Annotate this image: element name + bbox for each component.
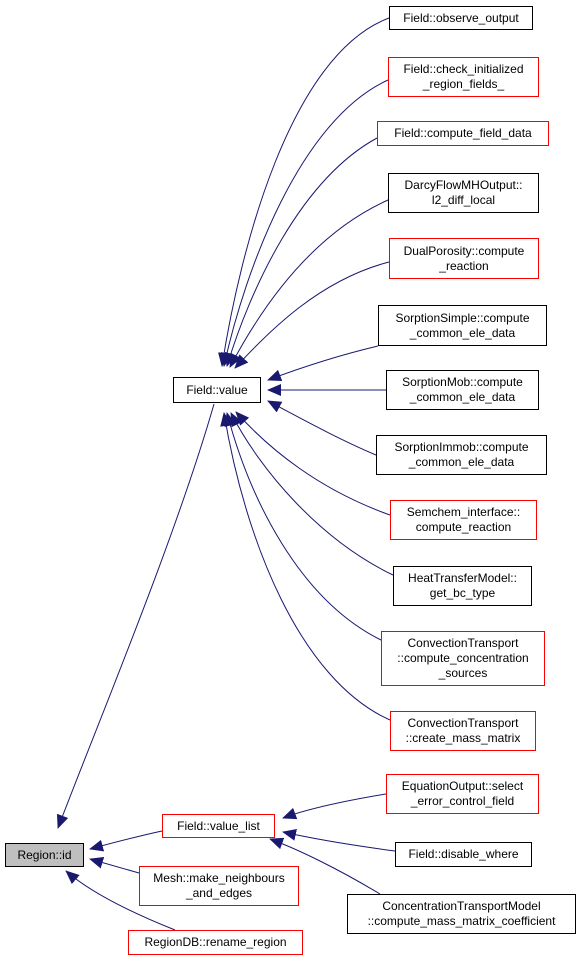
node-label: Field::observe_output bbox=[403, 10, 519, 25]
edge-field-value-to-region-id bbox=[56, 403, 215, 829]
edge-sorption-immob-to-value bbox=[267, 400, 377, 456]
node-label: HeatTransferModel:: get_bc_type bbox=[408, 571, 517, 600]
node-semchem-interface[interactable]: Semchem_interface:: compute_reaction bbox=[390, 500, 537, 540]
node-label: RegionDB::rename_region bbox=[144, 935, 287, 949]
edge-eq-output-to-value-list bbox=[282, 793, 387, 820]
node-label: Field::disable_where bbox=[408, 847, 519, 861]
edge-heat-transfer-to-value bbox=[230, 412, 394, 576]
node-label: Region::id bbox=[17, 847, 72, 862]
edge-dual-porosity-to-value bbox=[234, 261, 390, 369]
node-label: Field::compute_field_data bbox=[394, 126, 532, 140]
node-field-value[interactable]: Field::value bbox=[173, 377, 261, 403]
node-label: ConvectionTransport ::create_mass_matrix bbox=[405, 716, 521, 745]
edge-conv-mass-to-value bbox=[220, 412, 391, 721]
node-label: EquationOutput::select _error_control_fi… bbox=[401, 779, 524, 808]
node-concentration-transport-model[interactable]: ConcentrationTransportModel ::compute_ma… bbox=[347, 894, 576, 934]
edge-value-list-to-region-id bbox=[89, 830, 163, 852]
edge-regiondb-to-region-id bbox=[65, 870, 176, 931]
node-label: ConcentrationTransportModel ::compute_ma… bbox=[367, 899, 556, 928]
node-label: Field::value_list bbox=[177, 818, 260, 833]
node-label: DualPorosity::compute _reaction bbox=[403, 243, 525, 273]
node-label: ConvectionTransport ::compute_concentrat… bbox=[397, 636, 529, 680]
node-convection-compute-sources[interactable]: ConvectionTransport ::compute_concentrat… bbox=[381, 631, 545, 686]
node-label: Field::check_initialized _region_fields_ bbox=[403, 62, 524, 91]
node-darcy-l2-diff-local[interactable]: DarcyFlowMHOutput:: l2_diff_local bbox=[388, 173, 539, 213]
node-convection-create-mass-matrix[interactable]: ConvectionTransport ::create_mass_matrix bbox=[390, 711, 536, 751]
edge-darcy-to-value bbox=[229, 199, 389, 368]
node-sorption-simple[interactable]: SorptionSimple::compute _common_ele_data bbox=[378, 305, 547, 346]
node-sorption-immob[interactable]: SorptionImmob::compute _common_ele_data bbox=[376, 435, 547, 475]
node-equation-output-select[interactable]: EquationOutput::select _error_control_fi… bbox=[386, 774, 539, 814]
node-heat-transfer-model[interactable]: HeatTransferModel:: get_bc_type bbox=[393, 566, 532, 606]
node-label: Semchem_interface:: compute_reaction bbox=[406, 505, 521, 534]
edge-disable-where-to-value-list bbox=[282, 828, 396, 852]
node-label: Mesh::make_neighbours _and_edges bbox=[153, 871, 285, 900]
edge-conc-transport-to-value-list bbox=[269, 837, 381, 895]
node-mesh-make-neighbours[interactable]: Mesh::make_neighbours _and_edges bbox=[139, 866, 299, 906]
edge-compute-field-data-to-value bbox=[225, 137, 378, 367]
node-sorption-mob[interactable]: SorptionMob::compute _common_ele_data bbox=[386, 370, 539, 410]
root-node-region-id[interactable]: Region::id bbox=[5, 843, 84, 867]
edge-observe-output-to-value bbox=[218, 17, 390, 367]
node-dual-porosity[interactable]: DualPorosity::compute _reaction bbox=[389, 238, 539, 279]
edge-check-initialized-to-value bbox=[220, 79, 389, 367]
node-field-compute-field-data[interactable]: Field::compute_field_data bbox=[377, 121, 549, 146]
edge-conv-sources-to-value bbox=[224, 412, 382, 641]
node-regiondb-rename-region[interactable]: RegionDB::rename_region bbox=[128, 930, 303, 955]
edge-sorption-simple-to-value bbox=[267, 345, 379, 382]
node-label: DarcyFlowMHOutput:: l2_diff_local bbox=[404, 178, 523, 207]
node-field-disable-where[interactable]: Field::disable_where bbox=[395, 842, 532, 867]
edge-semchem-to-value bbox=[235, 411, 391, 516]
node-label: SorptionSimple::compute _common_ele_data bbox=[395, 310, 530, 340]
node-label: SorptionMob::compute _common_ele_data bbox=[402, 375, 523, 404]
node-label: Field::value bbox=[186, 382, 248, 397]
edge-mesh-to-region-id bbox=[89, 856, 140, 874]
node-field-check-initialized[interactable]: Field::check_initialized _region_fields_ bbox=[388, 57, 539, 97]
node-field-observe-output[interactable]: Field::observe_output bbox=[389, 6, 533, 30]
node-field-value-list[interactable]: Field::value_list bbox=[162, 814, 275, 838]
node-label: SorptionImmob::compute _common_ele_data bbox=[394, 440, 529, 469]
